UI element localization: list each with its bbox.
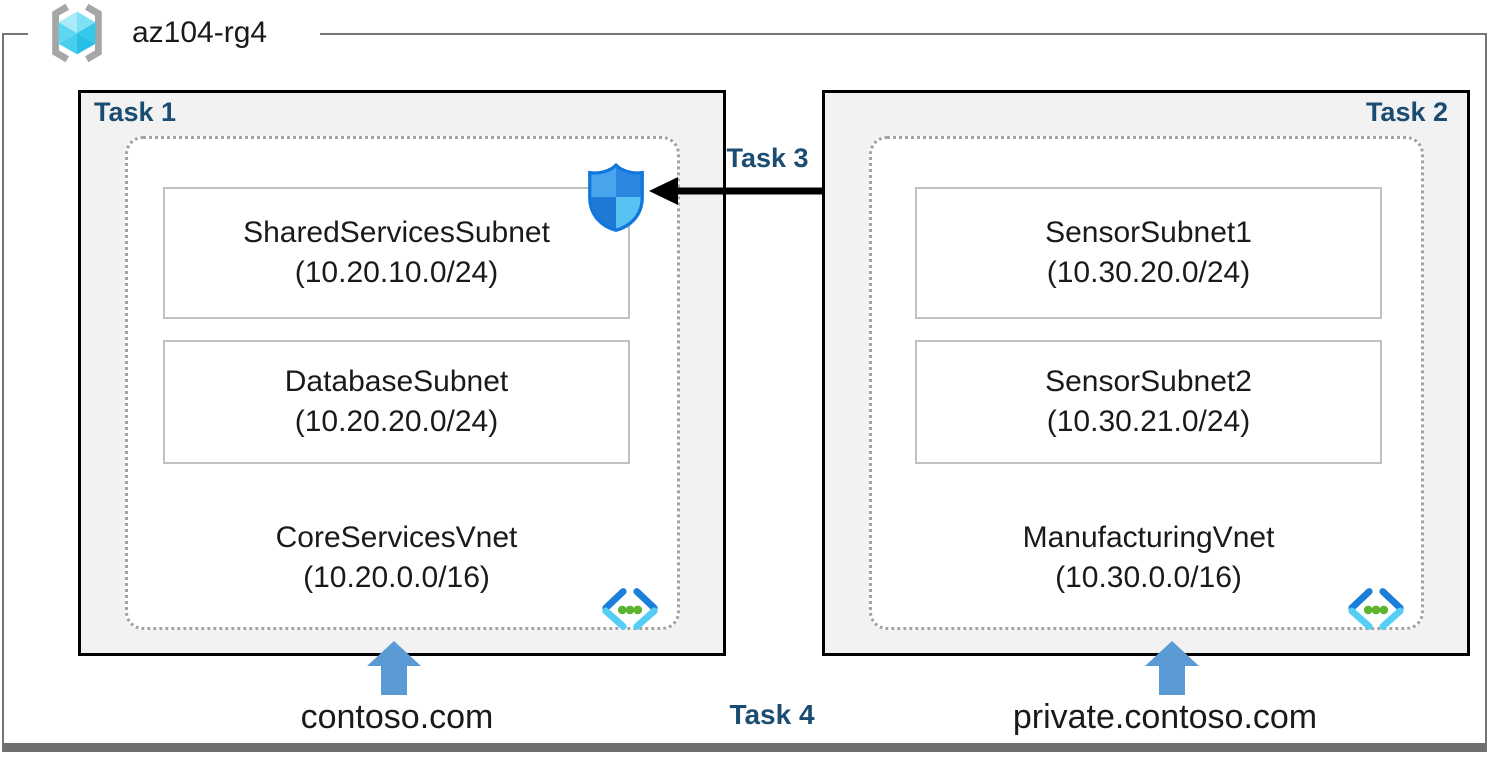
virtual-network-icon xyxy=(602,588,658,630)
vnet-cidr: (10.30.0.0/16) xyxy=(1055,561,1242,594)
subnet-box-sensor1: SensorSubnet1 (10.30.20.0/24) xyxy=(915,187,1382,319)
resource-group-icon xyxy=(52,3,102,63)
subnet-cidr: (10.30.20.0/24) xyxy=(1046,256,1251,289)
subnet-cidr: (10.30.21.0/24) xyxy=(1046,405,1251,438)
nsg-shield-icon xyxy=(588,162,644,232)
subnet-cidr: (10.20.10.0/24) xyxy=(294,256,499,289)
subnet-name: DatabaseSubnet xyxy=(284,365,509,398)
virtual-network-icon xyxy=(1348,588,1404,630)
up-arrow-icon xyxy=(1145,641,1199,695)
subnet-box-database: DatabaseSubnet (10.20.20.0/24) xyxy=(163,340,630,464)
subnet-name: SensorSubnet2 xyxy=(1045,365,1252,398)
subnet-name: SensorSubnet1 xyxy=(1045,216,1252,249)
subnet-box-sensor2: SensorSubnet2 (10.30.21.0/24) xyxy=(915,340,1382,464)
subnet-cidr: (10.20.20.0/24) xyxy=(294,405,499,438)
task4-label: Task 4 xyxy=(729,699,815,730)
vnet-name: CoreServicesVnet xyxy=(275,521,518,554)
subnet-box-shared-services: SharedServicesSubnet (10.20.10.0/24) xyxy=(163,187,630,319)
task2-label: Task 2 xyxy=(1365,97,1448,127)
task1-label: Task 1 xyxy=(94,97,177,127)
vnet-name: ManufacturingVnet xyxy=(1022,521,1275,554)
resource-group-label: az104-rg4 xyxy=(132,16,268,49)
dns-zone-label-public: contoso.com xyxy=(300,698,494,736)
dns-zone-label-private: private.contoso.com xyxy=(1012,698,1318,736)
vnet-name-manufacturing: ManufacturingVnet (10.30.0.0/16) xyxy=(915,518,1382,598)
frame-label-gap xyxy=(28,31,320,39)
task3-label: Task 3 xyxy=(726,143,809,173)
vnet-cidr: (10.20.0.0/16) xyxy=(303,561,490,594)
vnet-name-core-services: CoreServicesVnet (10.20.0.0/16) xyxy=(163,518,630,598)
up-arrow-icon xyxy=(367,641,421,695)
subnet-name: SharedServicesSubnet xyxy=(243,216,550,249)
